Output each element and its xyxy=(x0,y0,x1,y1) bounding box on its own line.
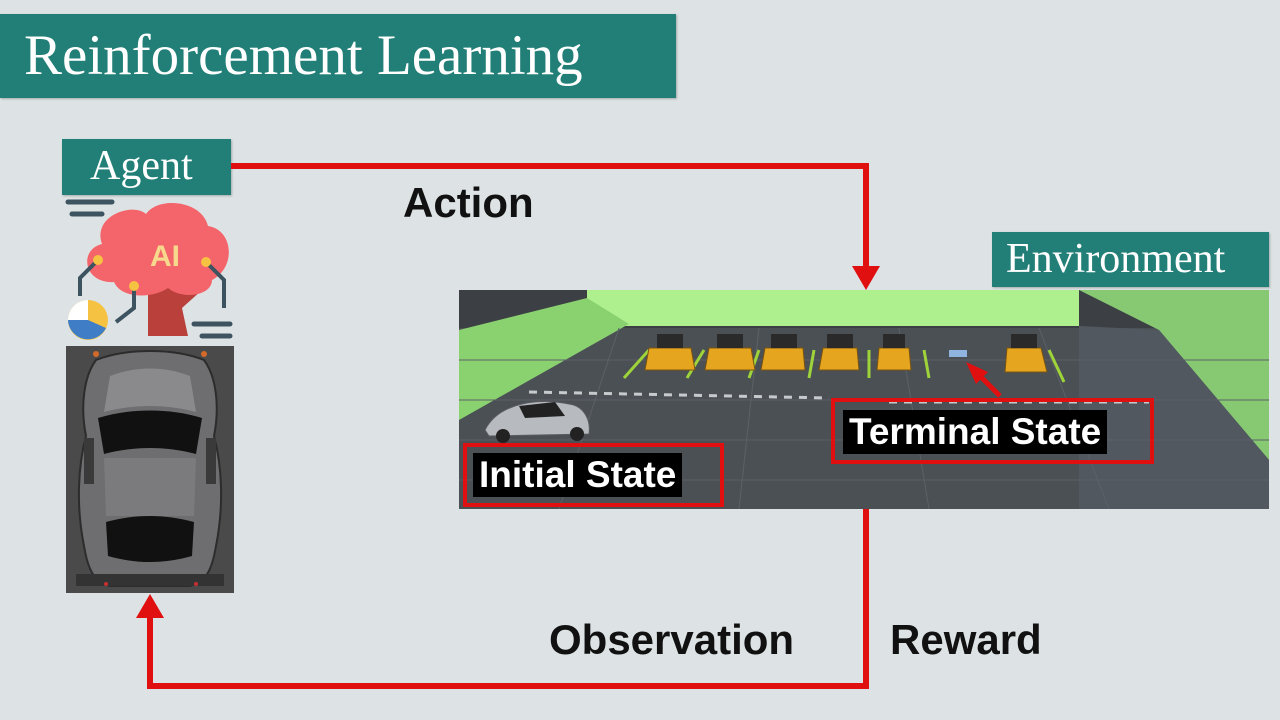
observation-label: Observation xyxy=(549,616,795,663)
agent-label-box: Agent xyxy=(62,139,231,195)
terminal-state-box: Terminal State xyxy=(831,398,1154,464)
action-label: Action xyxy=(403,179,534,226)
feedback-arrow xyxy=(147,509,869,689)
agent-label: Agent xyxy=(90,143,193,189)
brain-ai-icon: AI xyxy=(65,199,233,340)
environment-label-box: Environment xyxy=(992,232,1269,287)
ai-icon-text: AI xyxy=(150,240,180,273)
page-title: Reinforcement Learning xyxy=(24,24,583,87)
agent-car-image xyxy=(66,346,234,593)
terminal-state-label: Terminal State xyxy=(843,410,1108,454)
reward-label: Reward xyxy=(890,616,1042,663)
environment-label: Environment xyxy=(1006,236,1226,282)
initial-state-box: Initial State xyxy=(463,443,724,507)
initial-state-label: Initial State xyxy=(473,453,683,497)
action-arrow xyxy=(231,163,869,270)
title-banner: Reinforcement Learning xyxy=(0,14,676,98)
terminal-pointer-arrow xyxy=(978,374,1002,398)
